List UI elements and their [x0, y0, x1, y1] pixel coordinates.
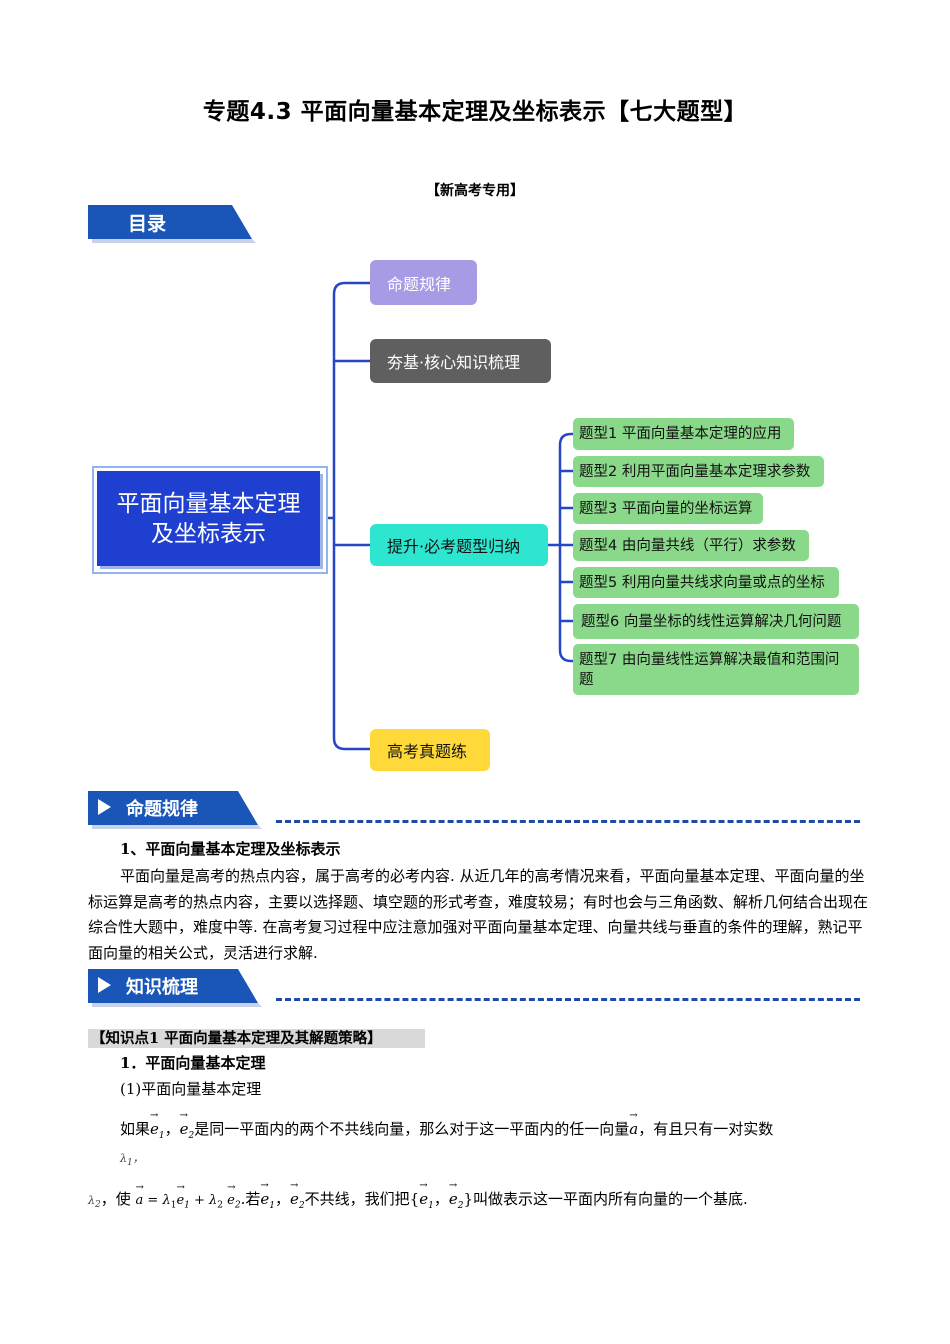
knowledge-item-1: 1．平面向量基本定理 — [120, 1054, 266, 1072]
vector-e1: e1 — [176, 1175, 189, 1219]
theorem-text: 不共线，我们把{ — [304, 1190, 420, 1208]
theorem-text: ，使 — [100, 1190, 131, 1208]
mindmap-leaf-type-1: 题型1 平面向量基本定理的应用 — [573, 418, 794, 450]
vector-a: a — [136, 1175, 144, 1214]
mindmap-leaf-type-7: 题型7 由向量线性运算解决最值和范围问题 — [573, 644, 859, 695]
mindmap-node-question-types: 提升·必考题型归纳 — [370, 524, 548, 566]
knowledge-subitem-1: (1)平面向量基本定理 — [120, 1080, 262, 1098]
theorem-text: ，有且只有一对实数 — [638, 1120, 774, 1138]
mindmap-leaf-type-4: 题型4 由向量共线（平行）求参数 — [573, 530, 809, 561]
mindmap-node-knowledge: 夯基·核心知识梳理 — [370, 339, 551, 383]
play-arrow-icon — [98, 977, 111, 993]
mindmap-node-exam-practice: 高考真题练 — [370, 729, 490, 771]
section-divider — [276, 820, 860, 823]
mindmap-leaf-type-6: 题型6 向量坐标的线性运算解决几何问题 — [573, 604, 859, 639]
banner-shape — [88, 205, 256, 243]
vector-e2: e2 — [290, 1173, 305, 1219]
vector-e2: e2 — [180, 1103, 195, 1149]
play-arrow-icon — [98, 799, 111, 815]
knowledge-point-1-header: 【知识点1 平面向量基本定理及其解题策略】 — [88, 1029, 425, 1048]
toc-banner-label: 目录 — [128, 213, 167, 235]
theorem-text: ， — [164, 1120, 180, 1138]
vector-e2: e2 — [227, 1175, 240, 1219]
vector-e1: e1 — [150, 1103, 165, 1149]
knowledge-banner-label: 知识梳理 — [126, 977, 198, 998]
theorem-text: }叫做表示这一平面内所有向量的一个基底. — [463, 1190, 748, 1208]
vector-a: a — [629, 1103, 638, 1142]
lambda-2: λ2 — [88, 1194, 101, 1211]
document-title: 专题4.3 平面向量基本定理及坐标表示【七大题型】 — [202, 99, 748, 125]
banner-shape — [88, 791, 262, 829]
rules-heading: 1、平面向量基本定理及坐标表示 — [120, 840, 341, 858]
vector-e1: e1 — [260, 1173, 275, 1219]
theorem-equation: a = λ1e1 + λ2 e2 — [136, 1175, 241, 1211]
theorem-line-1: 如果e1，e2是同一平面内的两个不共线向量，那么对于这一平面内的任一向量a，有且… — [120, 1103, 880, 1149]
rules-body: 平面向量是高考的热点内容，属于高考的必考内容. 从近几年的高考情况来看，平面向量… — [88, 867, 869, 962]
mindmap-root: 平面向量基本定理及坐标表示 — [92, 466, 328, 574]
theorem-line-2: λ2，使 a = λ1e1 + λ2 e2.若e1，e2不共线，我们把{e1，e… — [88, 1173, 868, 1219]
theorem-text: 如果 — [120, 1120, 151, 1138]
mindmap-root-label: 平面向量基本定理及坐标表示 — [97, 471, 320, 566]
toc-banner: 目录 — [88, 203, 266, 243]
document-subtitle: 【新高考专用】 — [426, 183, 524, 199]
mindmap-node-rules: 命题规律 — [370, 260, 477, 305]
rules-banner-label: 命题规律 — [126, 799, 198, 820]
knowledge-banner: 知识梳理 — [88, 967, 266, 1007]
lambda-1: λ1， — [120, 1152, 144, 1169]
rules-banner: 命题规律 — [88, 789, 266, 829]
vector-e2: e2 — [449, 1173, 464, 1219]
section-divider — [276, 998, 860, 1001]
vector-e1: e1 — [419, 1173, 434, 1219]
mindmap-leaf-type-2: 题型2 利用平面向量基本定理求参数 — [573, 456, 824, 487]
theorem-text: 是同一平面内的两个不共线向量，那么对于这一平面内的任一向量 — [194, 1120, 630, 1138]
mindmap-leaf-type-3: 题型3 平面向量的坐标运算 — [573, 493, 763, 524]
mindmap-leaf-type-5: 题型5 利用向量共线求向量或点的坐标 — [573, 567, 839, 598]
banner-shape — [88, 969, 262, 1007]
theorem-text: .若 — [240, 1190, 261, 1208]
mindmap-connectors — [324, 281, 573, 751]
